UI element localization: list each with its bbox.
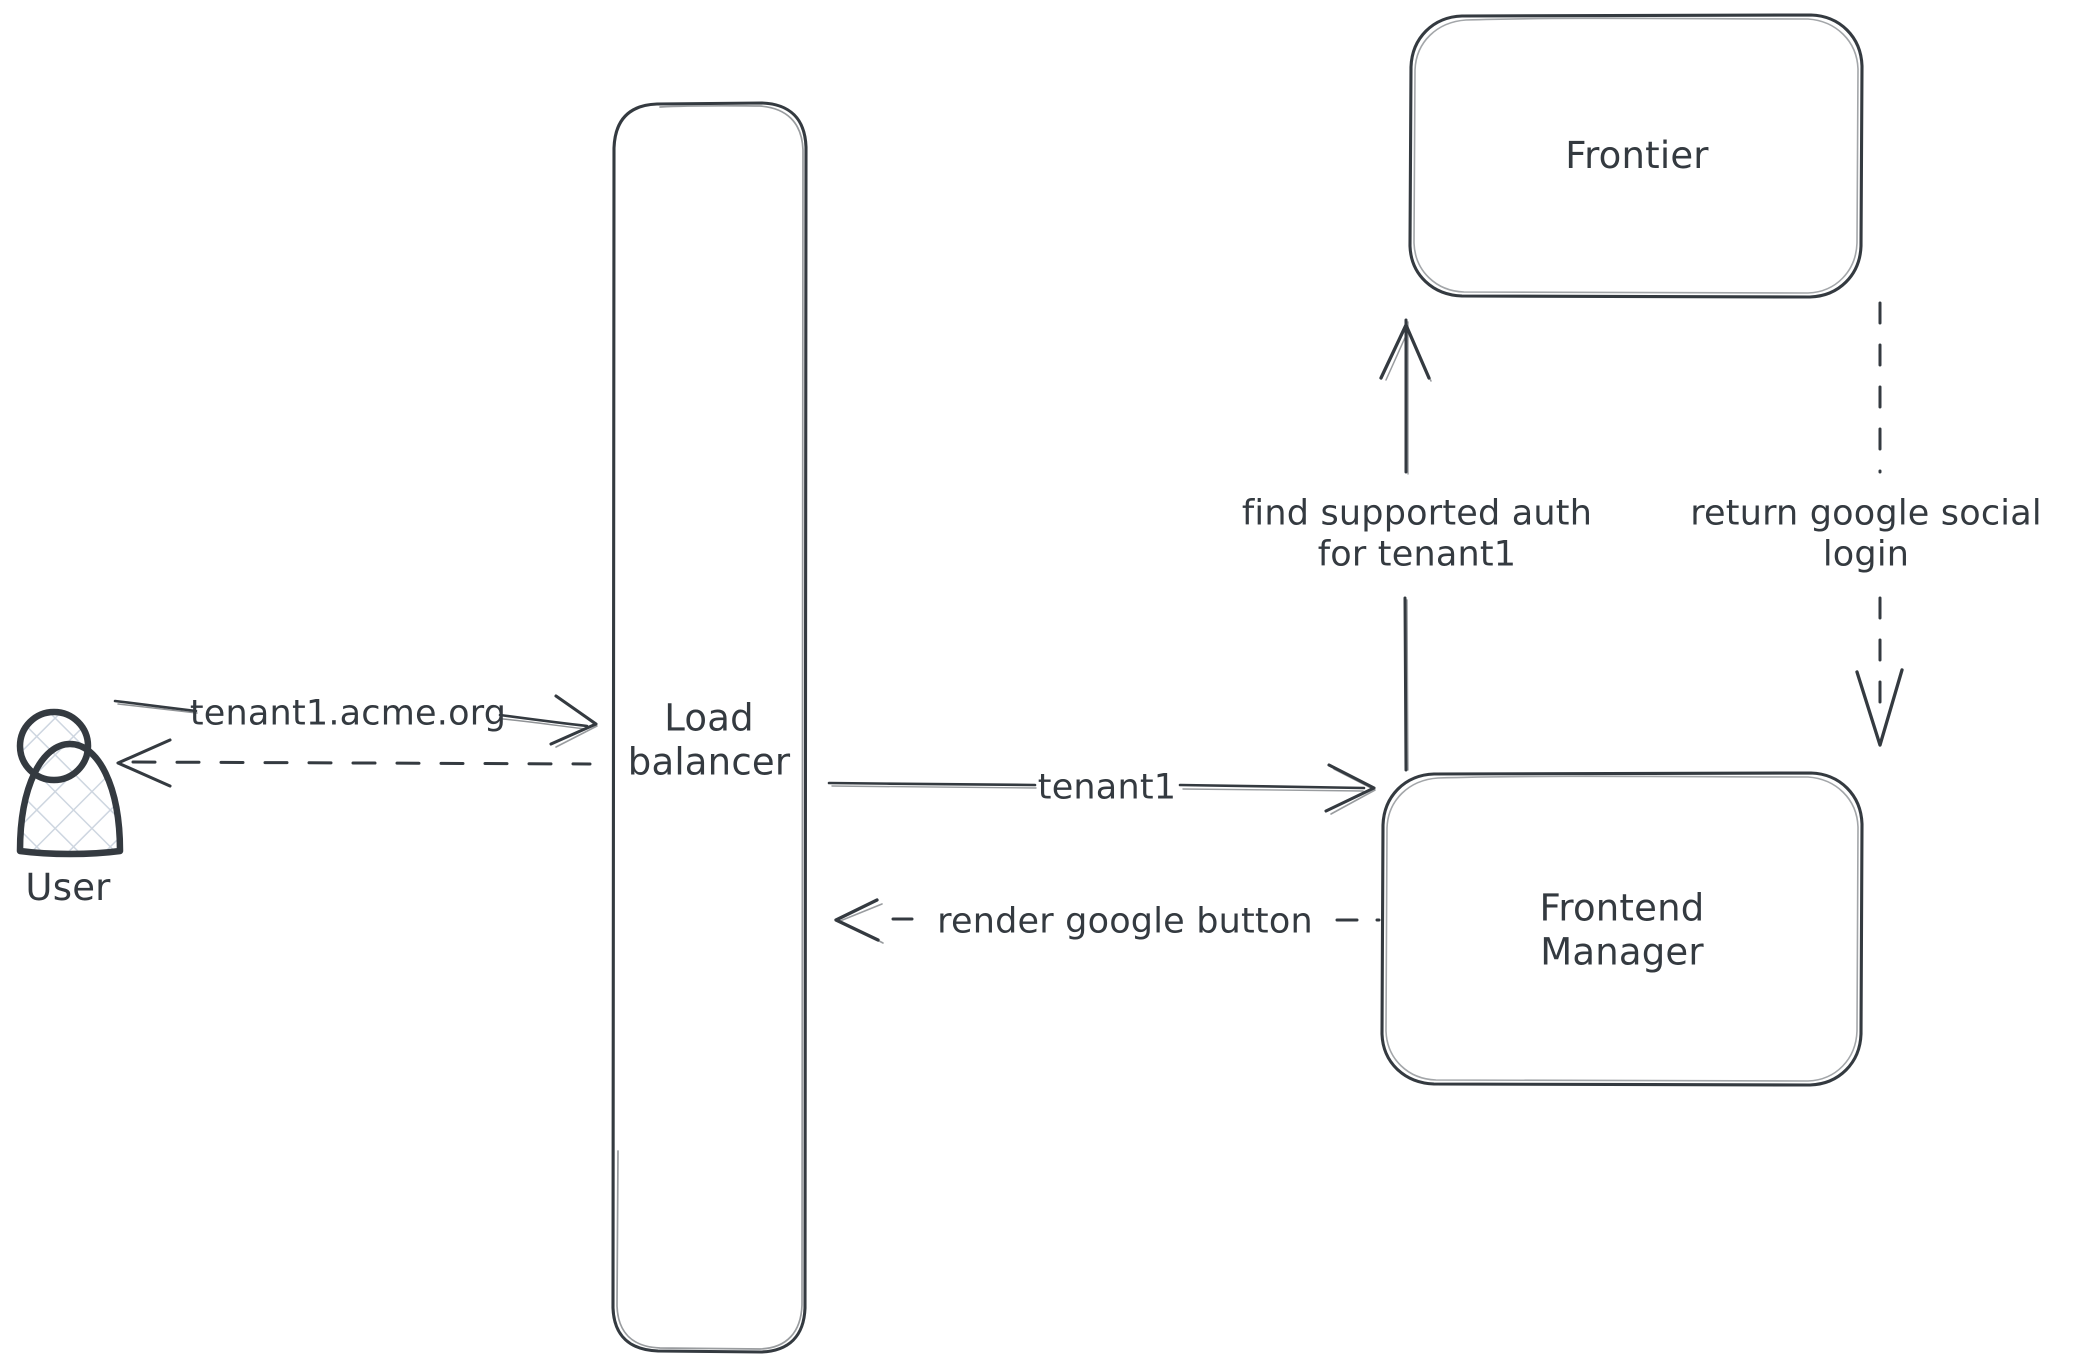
edge-label-fm-to-lb: render google button — [937, 901, 1313, 942]
load-balancer-shape — [611, 101, 808, 1354]
user-label: User — [25, 866, 111, 910]
edge-label-user-to-lb: tenant1.acme.org — [189, 693, 507, 734]
frontier-label: Frontier — [1565, 134, 1709, 178]
frontend-manager-shape — [1380, 771, 1864, 1087]
edge-label-frontier-to-fm-line2: login — [1822, 535, 1910, 575]
load-balancer-label-line1: Load — [664, 696, 754, 740]
edge-fm-to-frontier — [1379, 318, 1432, 772]
frontend-manager-label-line1: Frontend — [1539, 886, 1705, 930]
edge-label-fm-to-frontier-line1: find supported auth — [1241, 493, 1593, 534]
user-actor-shape — [16, 708, 124, 858]
edge-fm-to-lb — [834, 898, 1381, 944]
edge-lb-to-user — [116, 738, 592, 788]
edge-label-fm-to-frontier-line2: for tenant1 — [1317, 535, 1517, 575]
edge-label-lb-to-fm: tenant1 — [1037, 767, 1177, 808]
load-balancer-label-line2: balancer — [627, 740, 791, 783]
edge-user-to-lb — [113, 694, 598, 748]
edge-lb-to-fm — [827, 763, 1376, 815]
frontier-shape — [1408, 13, 1864, 299]
edge-label-frontier-to-fm-line1: return google social — [1690, 493, 2042, 534]
frontend-manager-label-line2: Manager — [1540, 930, 1704, 973]
edge-frontier-to-fm — [1855, 301, 1904, 747]
